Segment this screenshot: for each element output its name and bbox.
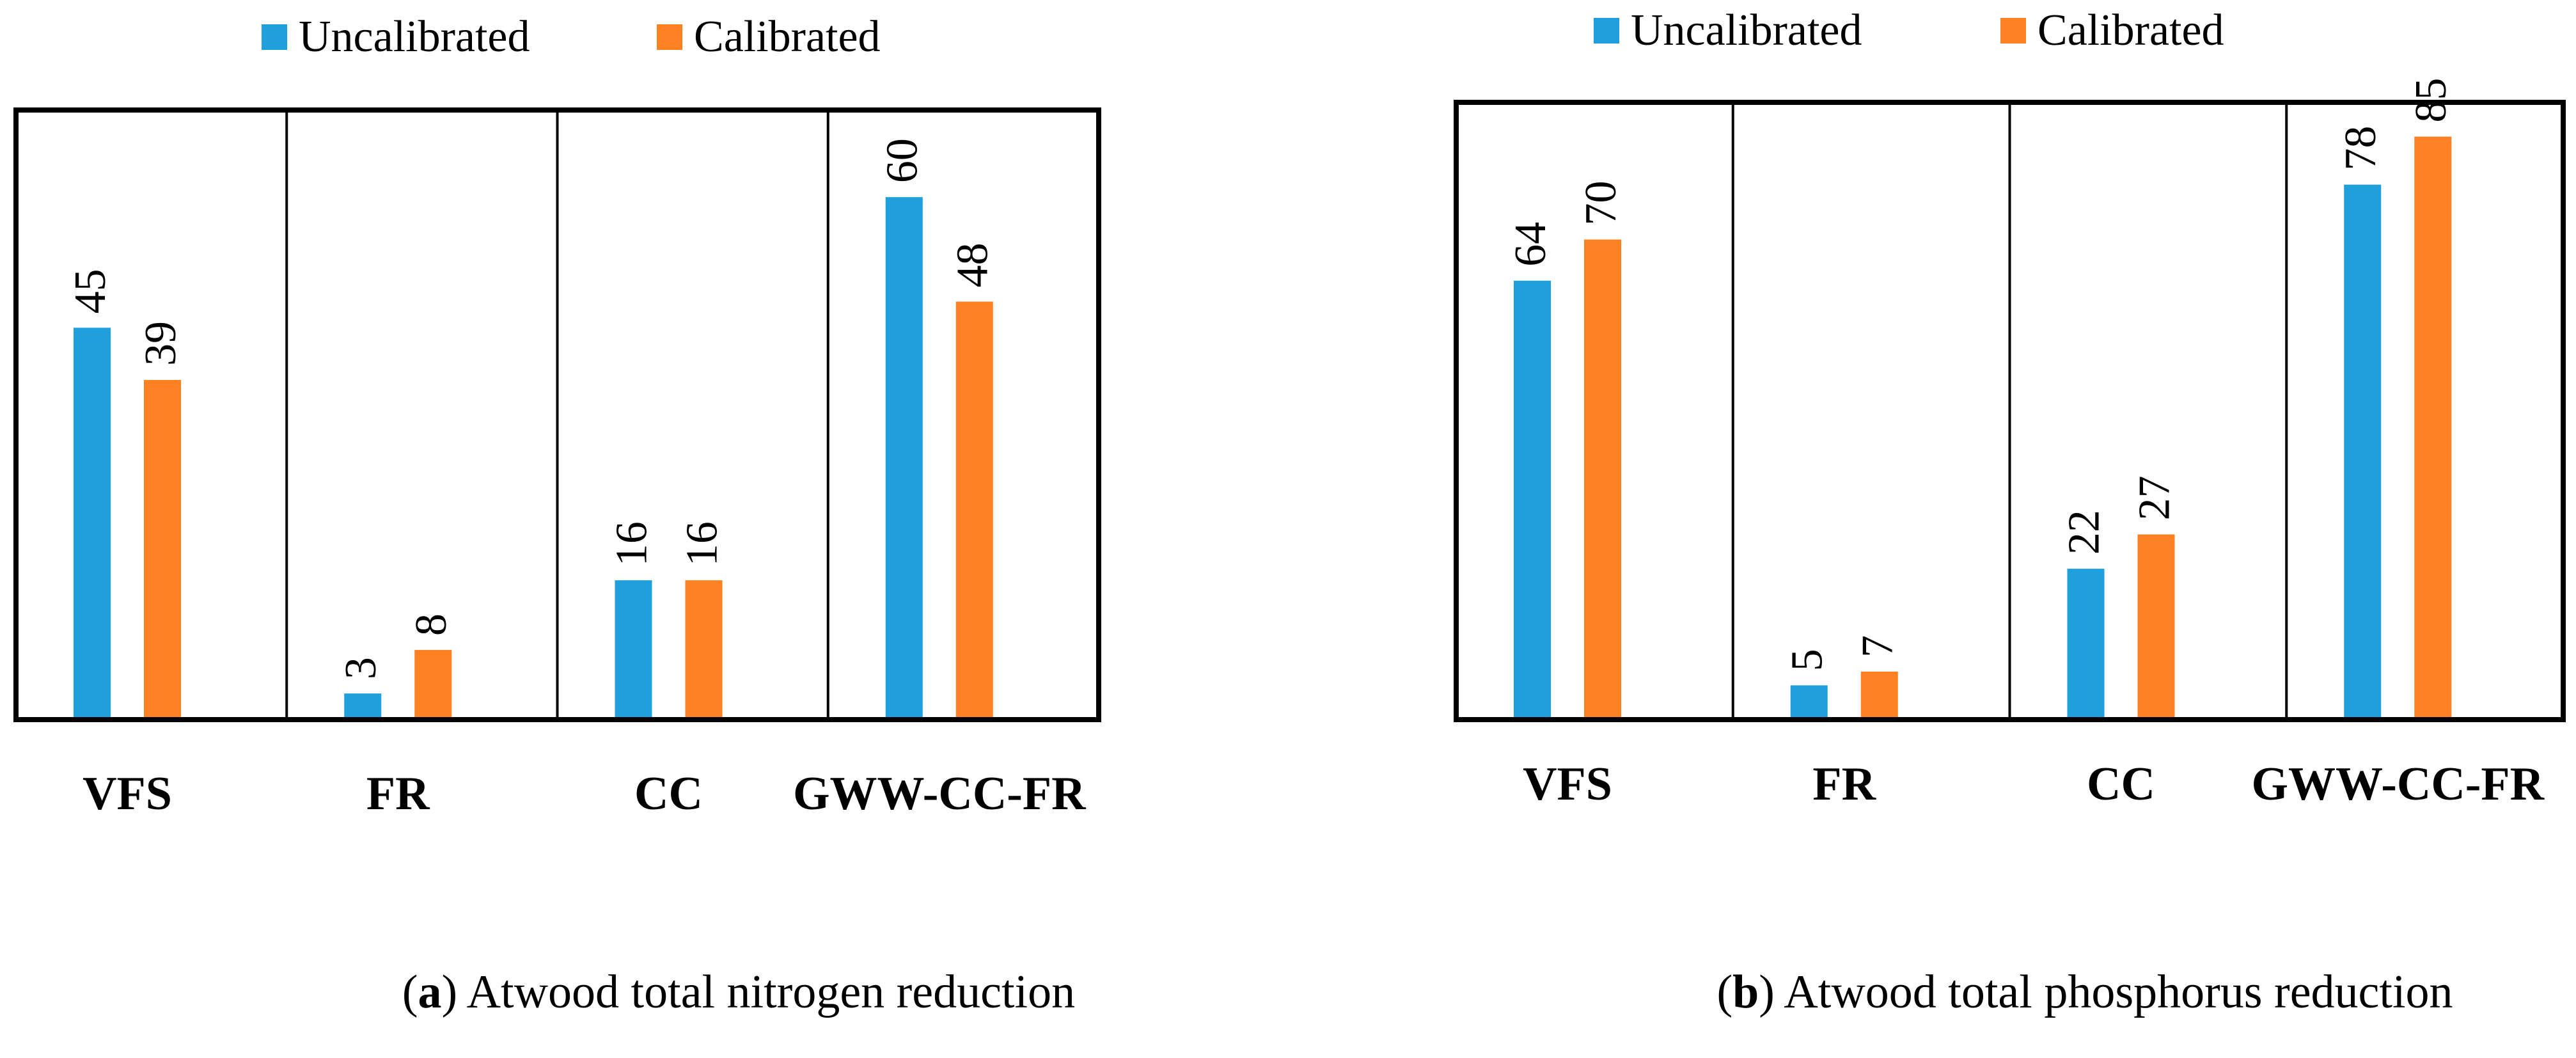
value-label: 48	[948, 243, 998, 288]
legend-swatch-uncalibrated	[1594, 18, 1619, 43]
category-label: GWW-CC-FR	[2251, 758, 2545, 810]
value-label: 7	[1853, 635, 1903, 658]
bar-vfs-calibrated	[1584, 239, 1621, 720]
bar-vfs-uncalibrated	[74, 328, 111, 720]
value-label: 22	[2060, 510, 2109, 555]
value-label: 60	[878, 138, 927, 183]
bar-vfs-uncalibrated	[1514, 280, 1551, 720]
legend-label-calibrated: Calibrated	[694, 12, 881, 61]
value-label: 64	[1506, 222, 1555, 267]
chart-caption: (b) Atwood total phosphorus reduction	[1716, 966, 2453, 1018]
category-label: VFS	[82, 768, 172, 820]
category-label: VFS	[1523, 758, 1612, 810]
chart-caption: (a) Atwood total nitrogen reduction	[402, 966, 1075, 1018]
category-label: FR	[366, 768, 430, 820]
bar-cc-uncalibrated	[2067, 569, 2105, 720]
value-label: 3	[336, 657, 386, 679]
category-label: FR	[1812, 758, 1876, 810]
value-label: 16	[678, 521, 727, 566]
bar-fr-calibrated	[1860, 671, 1898, 720]
caption-letter: a	[418, 966, 442, 1018]
category-label: GWW-CC-FR	[793, 768, 1087, 820]
legend-label-calibrated: Calibrated	[2038, 6, 2224, 55]
value-label: 8	[407, 613, 456, 636]
category-label: CC	[634, 768, 703, 820]
legend-label-uncalibrated: Uncalibrated	[1631, 6, 1862, 55]
bar-vfs-calibrated	[144, 380, 181, 720]
bar-cc-calibrated	[2137, 534, 2175, 720]
bar-cc-uncalibrated	[615, 580, 652, 720]
bar-fr-uncalibrated	[1790, 685, 1828, 720]
bar-cc-calibrated	[685, 580, 723, 720]
value-label: 78	[2336, 126, 2385, 171]
value-label: 39	[136, 321, 185, 366]
legend-label-uncalibrated: Uncalibrated	[299, 12, 530, 61]
category-label: CC	[2087, 758, 2155, 810]
bar-gww-cc-fr-calibrated	[2414, 136, 2452, 720]
bar-fr-calibrated	[414, 650, 452, 720]
bar-fr-uncalibrated	[344, 693, 382, 720]
legend-swatch-uncalibrated	[262, 24, 287, 50]
caption-letter: b	[1732, 966, 1759, 1018]
value-label: 16	[608, 521, 657, 566]
value-label: 27	[2130, 476, 2179, 521]
bar-gww-cc-fr-uncalibrated	[885, 197, 923, 720]
value-label: 70	[1576, 180, 1626, 225]
value-label: 5	[1783, 649, 1832, 671]
value-label: 45	[66, 269, 115, 313]
legend-swatch-calibrated	[2000, 18, 2026, 43]
bar-gww-cc-fr-calibrated	[955, 301, 993, 720]
legend-swatch-calibrated	[657, 24, 682, 50]
bar-gww-cc-fr-uncalibrated	[2344, 184, 2382, 720]
